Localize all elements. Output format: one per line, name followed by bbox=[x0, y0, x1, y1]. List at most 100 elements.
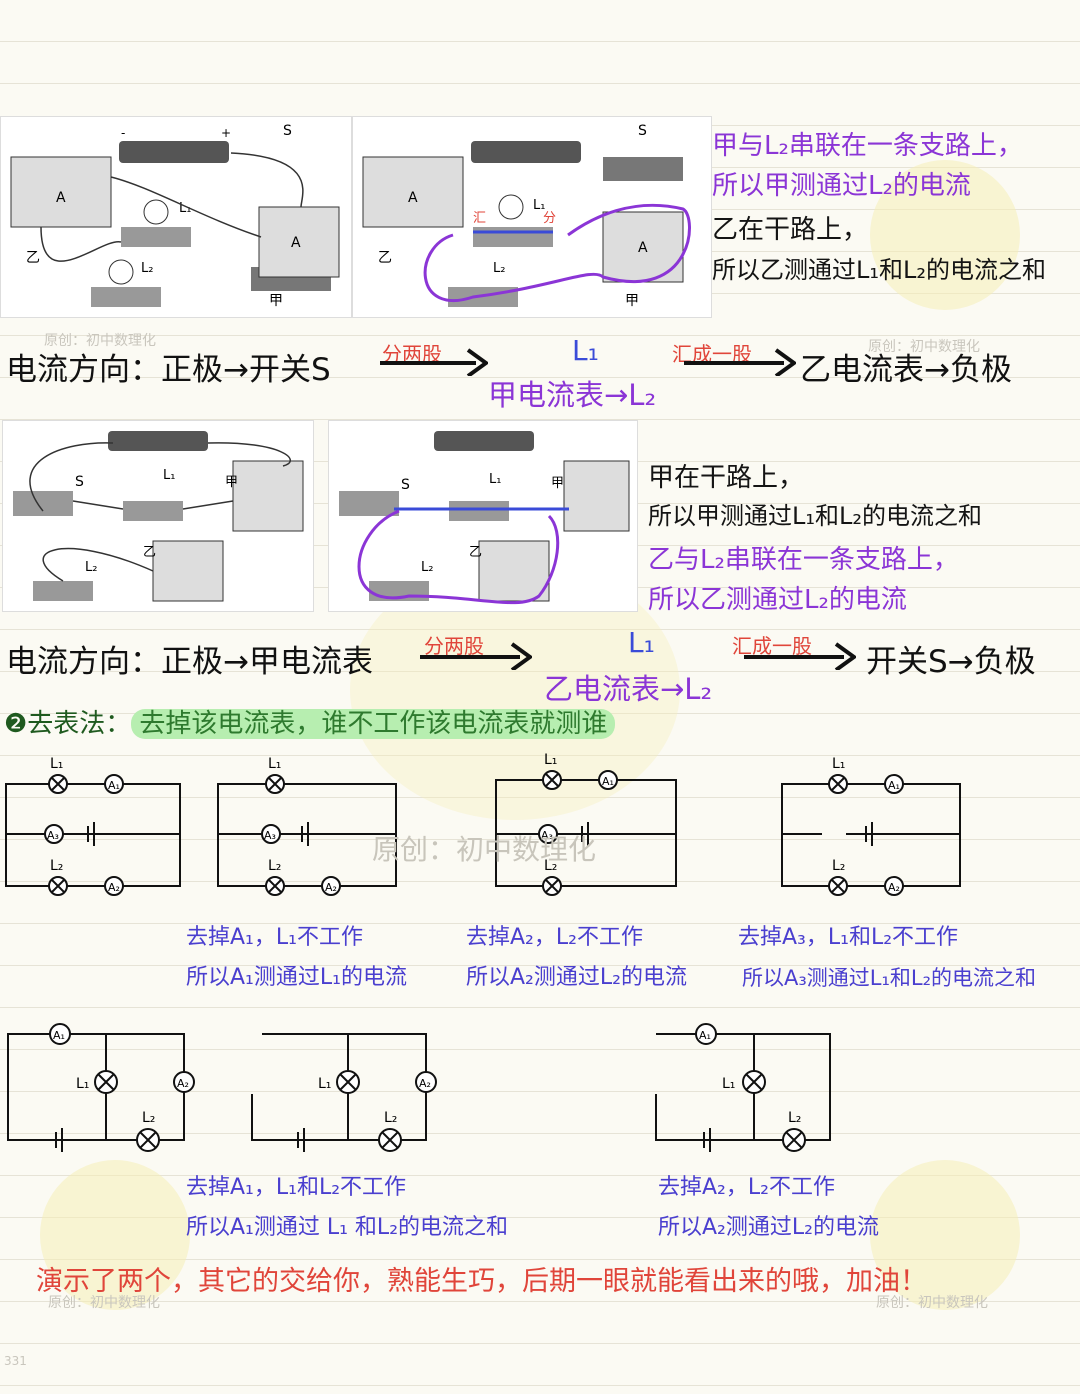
page-number: 331 bbox=[4, 1354, 27, 1368]
svg-text:A₃: A₃ bbox=[47, 829, 59, 842]
watermark: 原创：初中数理化 bbox=[868, 339, 980, 355]
svg-text:A: A bbox=[408, 190, 418, 206]
physical-circuit-annotated: S L₁ 甲 乙 L₂ bbox=[339, 431, 630, 605]
schematic-circuit-d bbox=[781, 774, 961, 896]
smiley-decoration bbox=[870, 160, 1020, 310]
svg-text:L₂: L₂ bbox=[788, 1110, 801, 1126]
svg-text:L₂: L₂ bbox=[832, 858, 845, 874]
svg-text:L₁: L₁ bbox=[318, 1076, 331, 1092]
caption-line: 去掉A₁，L₁不工作 bbox=[186, 925, 363, 950]
branch-bottom-label: 乙电流表→L₂ bbox=[544, 672, 713, 706]
svg-text:甲: 甲 bbox=[269, 293, 283, 309]
arrow-icon bbox=[744, 642, 856, 670]
svg-text:S: S bbox=[638, 123, 647, 139]
smiley-decoration bbox=[870, 1160, 1020, 1310]
svg-text:L₂: L₂ bbox=[493, 261, 505, 276]
svg-text:A₁: A₁ bbox=[888, 779, 900, 792]
svg-text:L₁: L₁ bbox=[533, 198, 545, 213]
svg-text:L₂: L₂ bbox=[50, 858, 63, 874]
arrow-icon bbox=[684, 348, 796, 376]
method-title-highlight: 去掉该电流表，谁不工作该电流表就测谁 bbox=[131, 709, 616, 739]
schematic-circuits-row-2: A₁ L₁ A₂ L₂ L₁ A₂ L₂ A₁ L₁ L₂ bbox=[7, 1023, 831, 1152]
svg-text:L₁: L₁ bbox=[50, 756, 63, 772]
svg-text:甲: 甲 bbox=[225, 475, 238, 490]
caption-line: 去掉A₂，L₂不工作 bbox=[658, 1175, 835, 1200]
physical-circuit-annotated: S A 乙 L₁ 汇 分 L₂ A 甲 bbox=[362, 123, 691, 309]
svg-text:A: A bbox=[291, 235, 301, 251]
arrow-icon bbox=[420, 642, 532, 670]
note-line: 所以乙测通过L₂的电流 bbox=[648, 585, 907, 615]
note-line: 所以甲测通过L₂的电流 bbox=[712, 171, 971, 201]
svg-text:乙: 乙 bbox=[469, 545, 482, 560]
physical-circuit-diagram: - + S A 乙 L₁ L₂ A 甲 bbox=[10, 123, 340, 309]
svg-text:L₁: L₁ bbox=[489, 472, 501, 487]
svg-text:A₁: A₁ bbox=[699, 1029, 711, 1042]
caption-line: 所以A₁测通过 L₁ 和L₂的电流之和 bbox=[186, 1215, 509, 1240]
svg-text:-: - bbox=[121, 126, 125, 140]
svg-text:L₁: L₁ bbox=[163, 468, 175, 483]
svg-text:A: A bbox=[638, 240, 648, 256]
note-line: 所以甲测通过L₁和L₂的电流之和 bbox=[648, 502, 982, 530]
svg-text:A₂: A₂ bbox=[325, 881, 337, 894]
svg-text:A₂: A₂ bbox=[888, 881, 900, 894]
svg-text:S: S bbox=[401, 477, 410, 493]
flow-suffix: 乙电流表→负极 bbox=[800, 352, 1012, 388]
svg-text:A₂: A₂ bbox=[108, 881, 120, 894]
watermark: 原创：初中数理化 bbox=[876, 1295, 988, 1311]
svg-text:L₁: L₁ bbox=[722, 1076, 735, 1092]
circuit-photo-original-2: S L₁ 甲 乙 L₂ bbox=[2, 420, 314, 612]
note-line: 乙与L₂串联在一条支路上， bbox=[648, 545, 959, 575]
branch-bottom-label: 甲电流表→L₂ bbox=[488, 378, 657, 412]
caption-line: 所以A₂测通过L₂的电流 bbox=[658, 1215, 879, 1240]
current-flow-1: 电流方向：正极→开关S bbox=[6, 352, 331, 388]
schematic-circuit-a bbox=[5, 774, 181, 896]
svg-text:A₃: A₃ bbox=[541, 829, 553, 842]
svg-text:A: A bbox=[56, 190, 66, 206]
caption-line: 所以A₃测通过L₁和L₂的电流之和 bbox=[742, 966, 1037, 990]
method-title: ❷去表法：去掉该电流表，谁不工作该电流表就测谁 bbox=[4, 704, 616, 744]
smiley-decoration bbox=[40, 1160, 190, 1310]
arrow-icon bbox=[380, 348, 488, 376]
branch-top-label: L₁ bbox=[628, 626, 655, 659]
svg-text:L₁: L₁ bbox=[268, 756, 281, 772]
note-line: 乙在干路上， bbox=[712, 215, 869, 245]
svg-text:A₂: A₂ bbox=[177, 1077, 189, 1090]
svg-text:L₂: L₂ bbox=[85, 560, 97, 575]
physical-circuit-diagram: S L₁ 甲 乙 L₂ bbox=[13, 431, 304, 602]
svg-text:乙: 乙 bbox=[378, 250, 392, 266]
watermark: 原创：初中数理化 bbox=[372, 833, 597, 866]
watermark: 原创：初中数理化 bbox=[48, 1295, 160, 1311]
svg-text:A₁: A₁ bbox=[602, 775, 614, 788]
svg-text:乙: 乙 bbox=[143, 545, 156, 560]
caption-line: 去掉A₂，L₂不工作 bbox=[466, 925, 643, 950]
svg-text:L₂: L₂ bbox=[141, 261, 153, 276]
svg-text:A₁: A₁ bbox=[108, 779, 120, 792]
svg-text:甲: 甲 bbox=[625, 293, 639, 309]
svg-text:L₂: L₂ bbox=[544, 858, 557, 874]
svg-text:L₁: L₁ bbox=[544, 752, 557, 768]
svg-text:L₂: L₂ bbox=[384, 1110, 397, 1126]
schematic-circuit-g bbox=[655, 1023, 831, 1152]
circuit-photo-original-1: - + S A 乙 L₁ L₂ A 甲 bbox=[0, 116, 352, 318]
svg-text:L₁: L₁ bbox=[832, 756, 845, 772]
svg-text:A₂: A₂ bbox=[419, 1077, 431, 1090]
caption-line: 所以A₂测通过L₂的电流 bbox=[466, 965, 687, 990]
note-line: 甲在干路上， bbox=[648, 463, 805, 493]
svg-text:S: S bbox=[283, 123, 292, 139]
svg-text:L₁: L₁ bbox=[76, 1076, 89, 1092]
svg-text:L₂: L₂ bbox=[142, 1110, 155, 1126]
schematic-circuits-row-1: L₁ A₁ A₃ L₂ A₂ L₁ A₃ L₂ A₂ L₁ A₁ A₃ L₂ L… bbox=[5, 752, 961, 896]
current-flow-2: 电流方向：正极→甲电流表 bbox=[6, 644, 373, 680]
svg-text:S: S bbox=[75, 474, 84, 490]
schematic-circuit-b bbox=[217, 774, 397, 896]
flow-suffix: 开关S→负极 bbox=[866, 644, 1036, 680]
branch-top-label: L₁ bbox=[572, 334, 599, 367]
split-label: 分两股 bbox=[424, 634, 484, 658]
svg-text:乙: 乙 bbox=[26, 250, 40, 266]
svg-text:A₁: A₁ bbox=[53, 1029, 65, 1042]
merge-label: 汇成一股 bbox=[732, 634, 812, 658]
svg-text:L₂: L₂ bbox=[268, 858, 281, 874]
svg-text:分: 分 bbox=[543, 211, 556, 226]
watermark: 原创：初中数理化 bbox=[44, 333, 156, 349]
footer-encouragement: 演示了两个，其它的交给你，熟能生巧，后期一眼就能看出来的哦，加油！ bbox=[36, 1266, 927, 1297]
